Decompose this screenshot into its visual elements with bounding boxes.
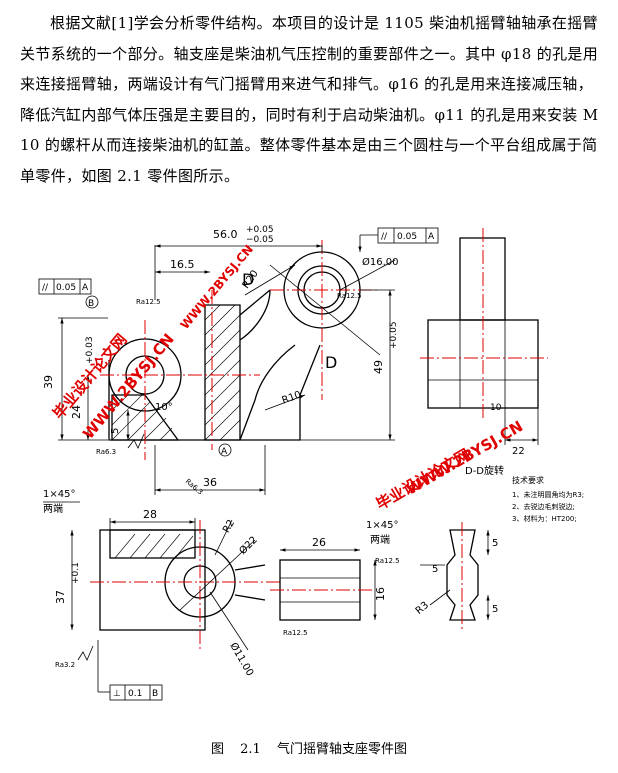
tolerance-frame-bottom: ⊥ 0.1 B bbox=[97, 640, 163, 701]
roughness-ra3-2: Ra3.2 bbox=[55, 661, 75, 669]
dim-5a: 5 bbox=[110, 428, 121, 434]
frame-top-ref: A bbox=[428, 232, 435, 242]
dim-56-tol-up: +0.05 bbox=[246, 225, 274, 235]
dim-16-5: 16.5 bbox=[170, 258, 195, 271]
dim-5b: 5 bbox=[492, 538, 498, 549]
dim-28: 28 bbox=[143, 508, 157, 521]
dim-37-tol: +0.1 bbox=[71, 562, 81, 584]
section-label-d-top: D bbox=[242, 270, 254, 289]
frame-bottom-symbol: ⊥ bbox=[113, 689, 121, 699]
both-ends-note-2: 两端 bbox=[370, 533, 390, 546]
chamfer-note-2: 1×45° bbox=[366, 520, 398, 531]
frame-left-ref: A bbox=[82, 283, 89, 293]
dim-37: 37 bbox=[54, 590, 67, 604]
frame-bottom-ref: B bbox=[152, 689, 158, 699]
roughness-ra6-3-left: Ra6.3 bbox=[96, 448, 116, 456]
dim-10: 10 bbox=[490, 403, 502, 413]
dim-r2: R2 bbox=[221, 518, 237, 535]
frame-bottom-value: 0.1 bbox=[128, 689, 142, 699]
dim-5d: 5 bbox=[492, 604, 498, 615]
dim-56-tol-down: −0.05 bbox=[246, 235, 274, 245]
roughness-ra12-5-top: Ra12.5 bbox=[136, 298, 161, 306]
frame-top-value: 0.05 bbox=[397, 232, 417, 242]
frame-left-symbol: // bbox=[42, 283, 49, 293]
datum-a-label: A bbox=[221, 447, 228, 457]
watermark: 毕业设计论文网 WWW.2BYSJ.CN WWW.2BYSJ.CN 毕业设计论文… bbox=[49, 242, 526, 513]
notes-item-3: 3、材料为：HT200; bbox=[512, 514, 577, 523]
roughness-ra12-5-side: Ra12.5 bbox=[375, 557, 400, 565]
chamfer-note: 1×45° bbox=[43, 489, 75, 500]
both-ends-note: 两端 bbox=[43, 502, 63, 515]
dim-r3: R3 bbox=[414, 600, 431, 617]
technical-notes: 技术要求 1、未注明圆角均为R3; 2、去锐边毛刺锐边; 3、材料为：HT200… bbox=[512, 475, 584, 523]
frame-left-value: 0.05 bbox=[56, 283, 76, 293]
notes-item-2: 2、去锐边毛刺锐边; bbox=[512, 502, 575, 511]
tolerance-frame-left: // 0.05 A bbox=[38, 278, 92, 295]
figure-caption: 图 2.1 气门摇臂轴支座零件图 bbox=[211, 742, 407, 757]
dim-22: 22 bbox=[512, 446, 525, 457]
section-view-d-d: 22 10 D-D旋转 bbox=[420, 228, 548, 477]
dim-16b: 16 bbox=[374, 587, 387, 601]
top-view: 28 37 +0.1 R2 Ø22 Ø11.00 Ra3.2 1×45° 两端 bbox=[43, 489, 280, 678]
profile-view: 5 5 5 R3 bbox=[414, 522, 498, 630]
dim-24: 24 bbox=[70, 405, 83, 419]
body-paragraph: 根据文献[1]学会分析零件结构。本项目的设计是 1105 柴油机摇臂轴轴承在摇臂… bbox=[20, 14, 599, 185]
dim-dia16: Ø16.00 bbox=[362, 256, 399, 268]
notes-title: 技术要求 bbox=[512, 475, 544, 485]
dim-dia11: Ø11.00 bbox=[227, 641, 256, 679]
roughness-ra6-3-boss: Ra12.5 bbox=[337, 292, 362, 300]
frame-top-symbol: // bbox=[381, 232, 388, 242]
front-view: 56.0 +0.05 −0.05 16.5 39 24 +0.03 49 +0.… bbox=[42, 225, 399, 496]
dim-39: 39 bbox=[42, 375, 55, 389]
dim-49-tol: +0.05 bbox=[389, 321, 399, 349]
tolerance-frame-top: // 0.05 A bbox=[358, 227, 439, 252]
dim-26: 26 bbox=[312, 536, 326, 549]
notes-item-1: 1、未注明圆角均为R3; bbox=[512, 490, 584, 499]
dim-56: 56.0 bbox=[213, 228, 238, 241]
roughness-ra12-5-side-bottom: Ra12.5 bbox=[283, 629, 308, 637]
dim-49: 49 bbox=[372, 360, 385, 374]
roughness-ra6-3-bottom: Ra6.3 bbox=[184, 477, 205, 496]
dim-10deg: 10° bbox=[155, 402, 173, 413]
watermark-url-right: WWW.2BYSJ.CN bbox=[403, 417, 526, 498]
view-name: D-D旋转 bbox=[465, 464, 504, 477]
dim-36: 36 bbox=[203, 476, 217, 489]
part-drawing: 56.0 +0.05 −0.05 16.5 39 24 +0.03 49 +0.… bbox=[38, 225, 584, 701]
dim-5c: 5 bbox=[432, 564, 438, 575]
side-view: 26 16 1×45° 两端 Ra12.5 Ra12.5 bbox=[270, 520, 400, 637]
datum-b-label: B bbox=[88, 299, 94, 309]
dim-24-tol: +0.03 bbox=[85, 336, 95, 364]
section-label-d-bottom: D bbox=[325, 353, 337, 372]
